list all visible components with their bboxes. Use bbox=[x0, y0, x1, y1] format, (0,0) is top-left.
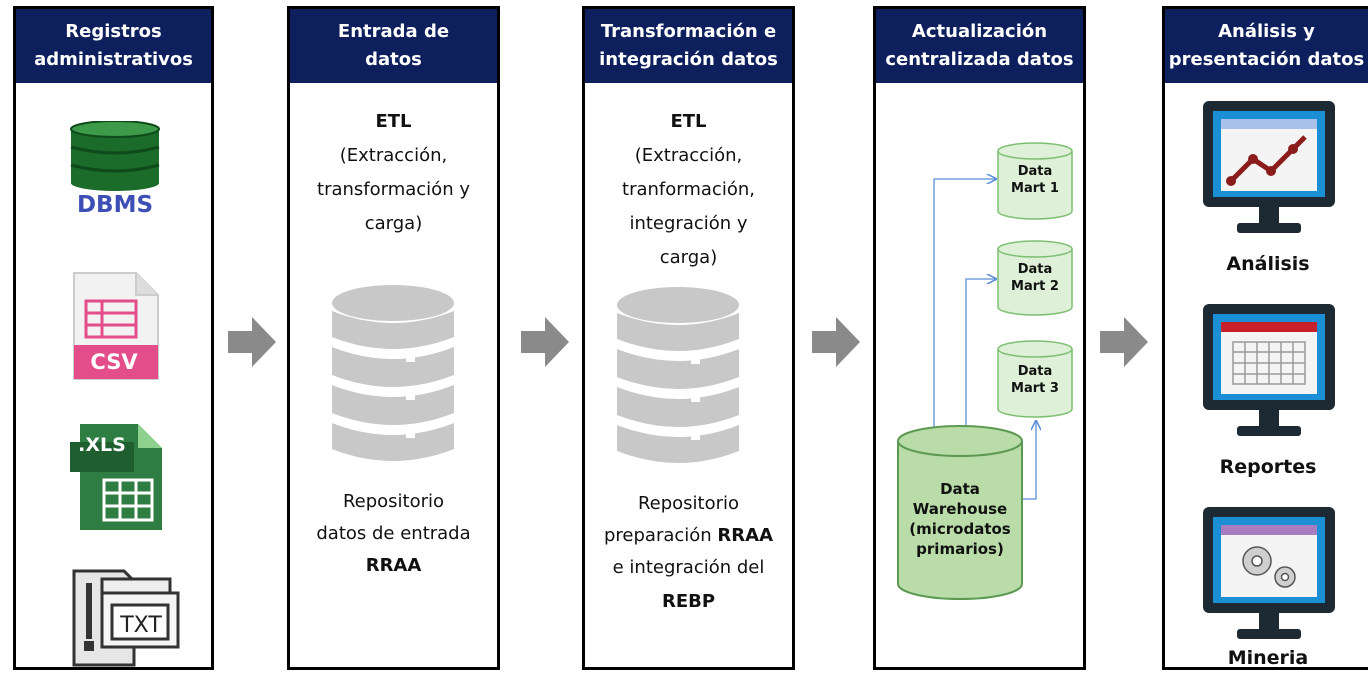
etl-title: ETL bbox=[375, 111, 412, 132]
repo-bold: RRAA bbox=[365, 555, 422, 576]
stage-analisis: Análisis y presentación datos Análisis R… bbox=[1162, 6, 1368, 670]
stage-transformacion: Transformación e integración datos ETL (… bbox=[582, 6, 795, 670]
stage-header: Registros administrativos bbox=[16, 9, 211, 83]
mining-monitor-icon bbox=[1203, 507, 1335, 639]
stage-title-line2: datos bbox=[365, 49, 422, 70]
stage-title-line1: Análisis y bbox=[1218, 21, 1315, 42]
repo-line: e integración del bbox=[612, 557, 765, 578]
analysis-item-label: Análisis bbox=[1226, 253, 1310, 275]
etl-desc-line: (Extracción, bbox=[339, 145, 448, 166]
mart-label-line: Data bbox=[1017, 164, 1053, 179]
etl-desc-line: carga) bbox=[659, 247, 718, 268]
repo-line-bold: RRAA bbox=[717, 525, 774, 546]
warehouse-label-line: Data bbox=[940, 480, 980, 498]
etl-title: ETL bbox=[670, 111, 707, 132]
data-mart-3 bbox=[997, 340, 1073, 418]
warehouse-label: Data Warehouse (microdatos primarios) bbox=[898, 479, 1022, 559]
txt-label: TXT bbox=[120, 613, 162, 638]
stage-title-line2: administrativos bbox=[34, 49, 193, 70]
stage-header: Análisis y presentación datos bbox=[1165, 9, 1368, 83]
xls-file-icon bbox=[70, 424, 162, 530]
mart-label-line: Data bbox=[1017, 262, 1053, 277]
mart-label: Data Mart 1 bbox=[998, 163, 1072, 197]
flow-arrow-icon bbox=[1100, 317, 1148, 367]
warehouse-label-line: primarios) bbox=[916, 540, 1004, 558]
mart-label: Data Mart 3 bbox=[998, 363, 1072, 397]
stage-actualizacion: Actualización centralizada datos bbox=[873, 6, 1086, 670]
warehouse-diagram bbox=[897, 142, 1073, 600]
stage-title-line1: Transformación e bbox=[600, 21, 777, 42]
stage-header: Actualización centralizada datos bbox=[876, 9, 1083, 83]
mart-label: Data Mart 2 bbox=[998, 261, 1072, 295]
stage-registros: Registros administrativos DBMS CSV .XLS bbox=[13, 6, 214, 670]
analysis-item-label: Reportes bbox=[1219, 456, 1317, 478]
server-database-icon bbox=[332, 285, 454, 461]
repo-bold: REBP bbox=[661, 591, 716, 612]
stage-title-line2: centralizada datos bbox=[885, 49, 1074, 70]
stage-title-line2: presentación datos bbox=[1168, 49, 1365, 70]
xls-label: .XLS bbox=[78, 434, 126, 456]
etl-desc-line: transformación y bbox=[317, 179, 470, 200]
etl-desc-line: (Extracción, bbox=[634, 145, 743, 166]
etl-desc-line: carga) bbox=[364, 213, 423, 234]
stage-title-line1: Actualización bbox=[911, 21, 1048, 42]
report-monitor-icon bbox=[1203, 304, 1335, 436]
mart-label-line: Data bbox=[1017, 364, 1053, 379]
flow-arrow-icon bbox=[521, 317, 569, 367]
csv-file-icon bbox=[73, 272, 159, 380]
analytics-monitor-icon bbox=[1203, 101, 1335, 233]
csv-label: CSV bbox=[90, 350, 138, 374]
flow-arrow-icon bbox=[228, 317, 276, 367]
mart-label-line: Mart 2 bbox=[1011, 279, 1059, 294]
server-database-icon bbox=[617, 287, 739, 463]
data-mart-1 bbox=[997, 142, 1073, 220]
mart-label-line: Mart 3 bbox=[1011, 381, 1059, 396]
repo-line-text: preparación bbox=[603, 525, 718, 546]
etl-desc-line: integración y bbox=[629, 213, 748, 234]
repo-line: Repositorio bbox=[342, 491, 445, 512]
dbms-label: DBMS bbox=[76, 192, 154, 218]
data-mart-2 bbox=[997, 240, 1073, 316]
repo-line: datos de entrada bbox=[316, 523, 471, 544]
analysis-item-label: Mineria bbox=[1227, 647, 1309, 669]
flow-arrow-icon bbox=[812, 317, 860, 367]
mart-label-line: Mart 1 bbox=[1011, 181, 1059, 196]
etl-desc-line: tranformación, bbox=[622, 179, 755, 200]
repo-line: preparación RRAA bbox=[585, 521, 792, 551]
stage-header: Entrada de datos bbox=[290, 9, 497, 83]
stage-title-line2: integración datos bbox=[599, 49, 778, 70]
txt-file-icon bbox=[72, 569, 180, 667]
stage-entrada: Entrada de datos ETL (Extracción, transf… bbox=[287, 6, 500, 670]
stage-header: Transformación e integración datos bbox=[585, 9, 792, 83]
data-warehouse-cylinder bbox=[897, 425, 1023, 600]
repo-line: Repositorio bbox=[637, 493, 740, 514]
stage-title-line1: Entrada de bbox=[337, 21, 450, 42]
database-icon bbox=[70, 121, 160, 191]
warehouse-label-line: Warehouse bbox=[912, 500, 1008, 518]
warehouse-label-line: (microdatos bbox=[909, 520, 1011, 538]
stage-title-line1: Registros bbox=[65, 21, 162, 42]
